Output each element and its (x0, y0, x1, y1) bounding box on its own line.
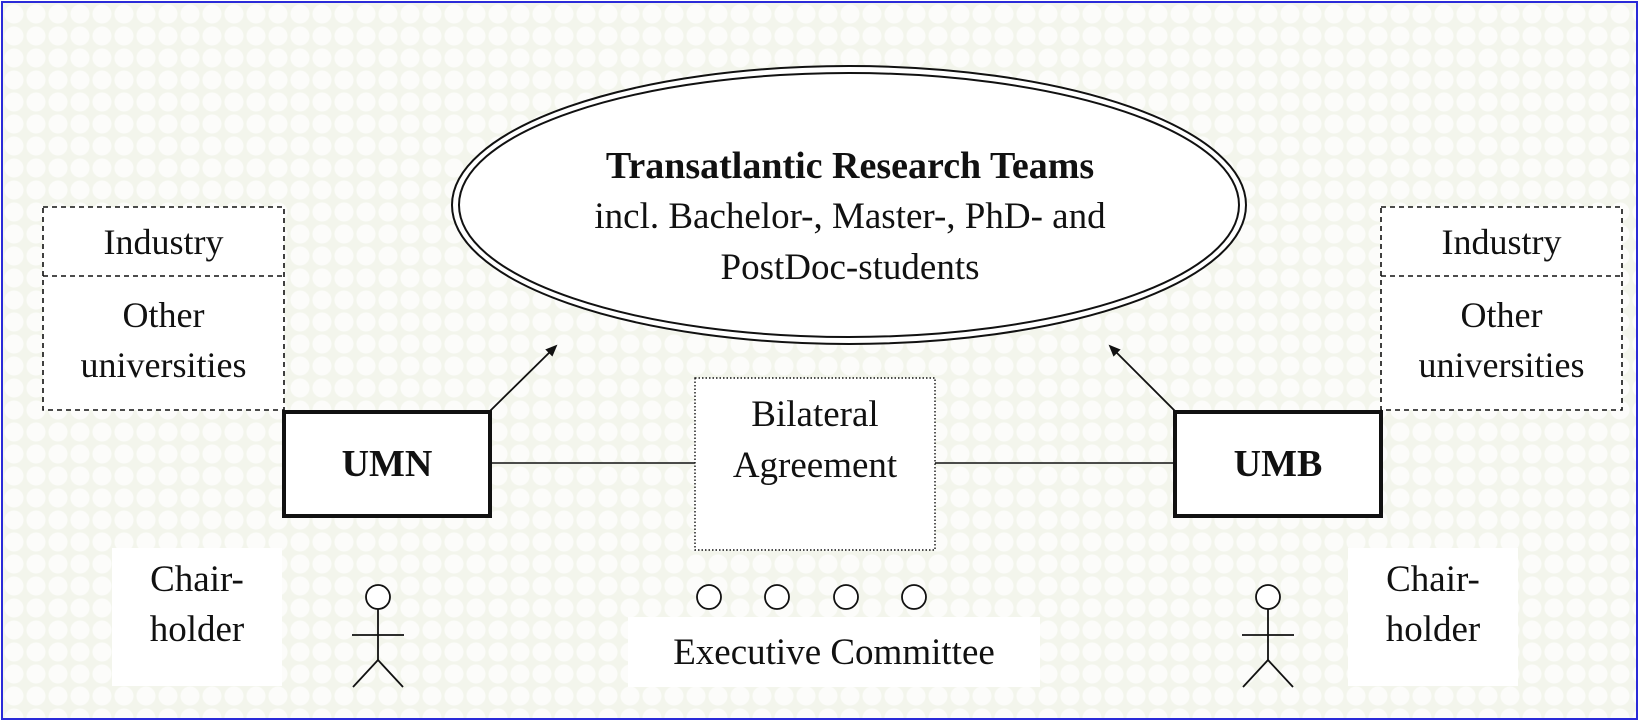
left-affiliates-box (42, 206, 285, 411)
committee-member-circle (833, 584, 859, 610)
umb-label: UMB (1233, 442, 1323, 485)
left-other-line2: universities (80, 344, 247, 385)
umn-arrow (489, 344, 558, 412)
committee-member-circle (901, 584, 927, 610)
right-other-line1: Other (1460, 294, 1543, 335)
committee-member-circle (696, 584, 722, 610)
agreement-line1: Bilateral (751, 394, 879, 436)
right-chairholder-figure (1242, 584, 1294, 688)
committee-backdrop (628, 617, 1040, 687)
ellipse-subtitle-line1: incl. Bachelor-, Master-, PhD- and (594, 196, 1106, 238)
left-industry-label: Industry (103, 221, 224, 262)
right-chairholder-line2: holder (1385, 609, 1481, 651)
umb-arrow (1108, 344, 1176, 412)
umn-box (282, 410, 492, 518)
research-teams-ellipse-inner (458, 72, 1240, 338)
agreement-box (694, 377, 936, 551)
umn-label: UMN (341, 442, 433, 485)
right-affiliates-box (1380, 206, 1623, 411)
right-other-line2: universities (1418, 344, 1585, 385)
right-chairholder-line1: Chair- (1386, 559, 1480, 601)
right-chair-backdrop (1348, 548, 1518, 686)
umb-box (1173, 410, 1383, 518)
left-chairholder-figure (352, 584, 404, 688)
research-teams-ellipse-outer (451, 65, 1247, 345)
ellipse-subtitle-line2: PostDoc-students (720, 247, 980, 289)
committee-member-circle (764, 584, 790, 610)
left-chairholder-line1: Chair- (150, 559, 244, 601)
agreement-line2: Agreement (732, 445, 898, 487)
left-chair-backdrop (112, 548, 282, 686)
left-other-line1: Other (122, 294, 205, 335)
left-chairholder-line2: holder (149, 609, 245, 651)
executive-committee-label: Executive Committee (673, 632, 995, 674)
ellipse-title: Transatlantic Research Teams (605, 144, 1095, 187)
right-industry-label: Industry (1441, 221, 1562, 262)
